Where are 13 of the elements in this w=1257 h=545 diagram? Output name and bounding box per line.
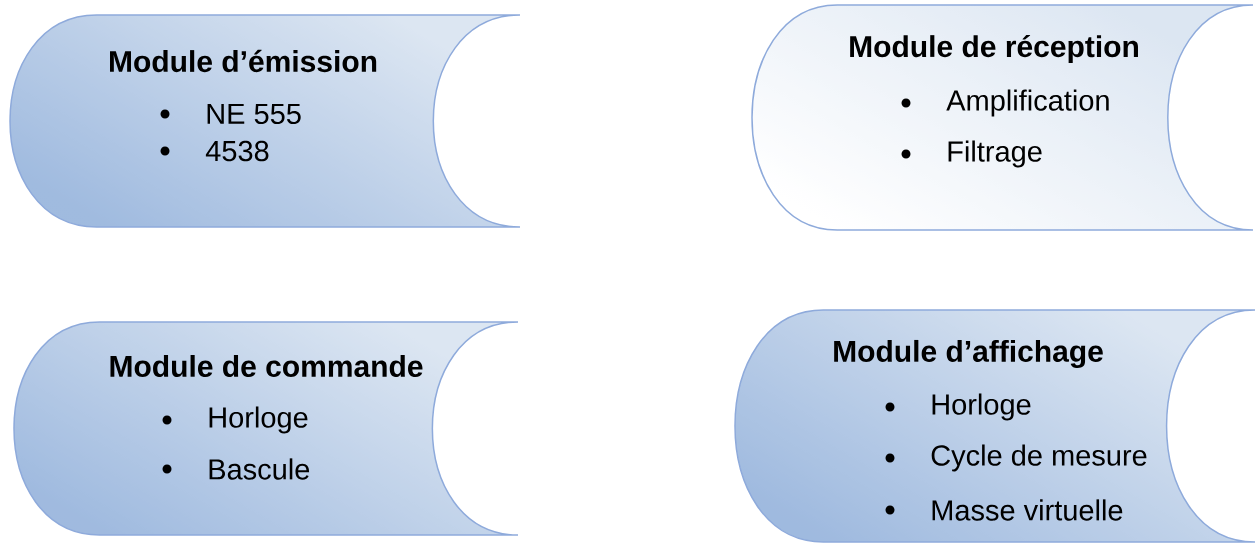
list-item: Horloge — [932, 393, 1031, 421]
heading: Module de commande — [110, 355, 423, 377]
list-item: Cycle de mesure — [931, 444, 1147, 472]
heading: Module d’émission — [110, 49, 377, 73]
list-item: NE 555 — [207, 103, 301, 125]
list-item: 4538 — [205, 140, 269, 162]
heading: Module de réception — [850, 34, 1138, 64]
list-item: Masse virtuelle — [932, 499, 1123, 521]
list-item: Bascule — [209, 458, 310, 480]
heading: Module d’affichage — [834, 339, 1103, 369]
list-item: Amplification — [946, 89, 1109, 117]
list-item: Filtrage — [948, 140, 1042, 168]
list-item: Horloge — [209, 406, 308, 434]
